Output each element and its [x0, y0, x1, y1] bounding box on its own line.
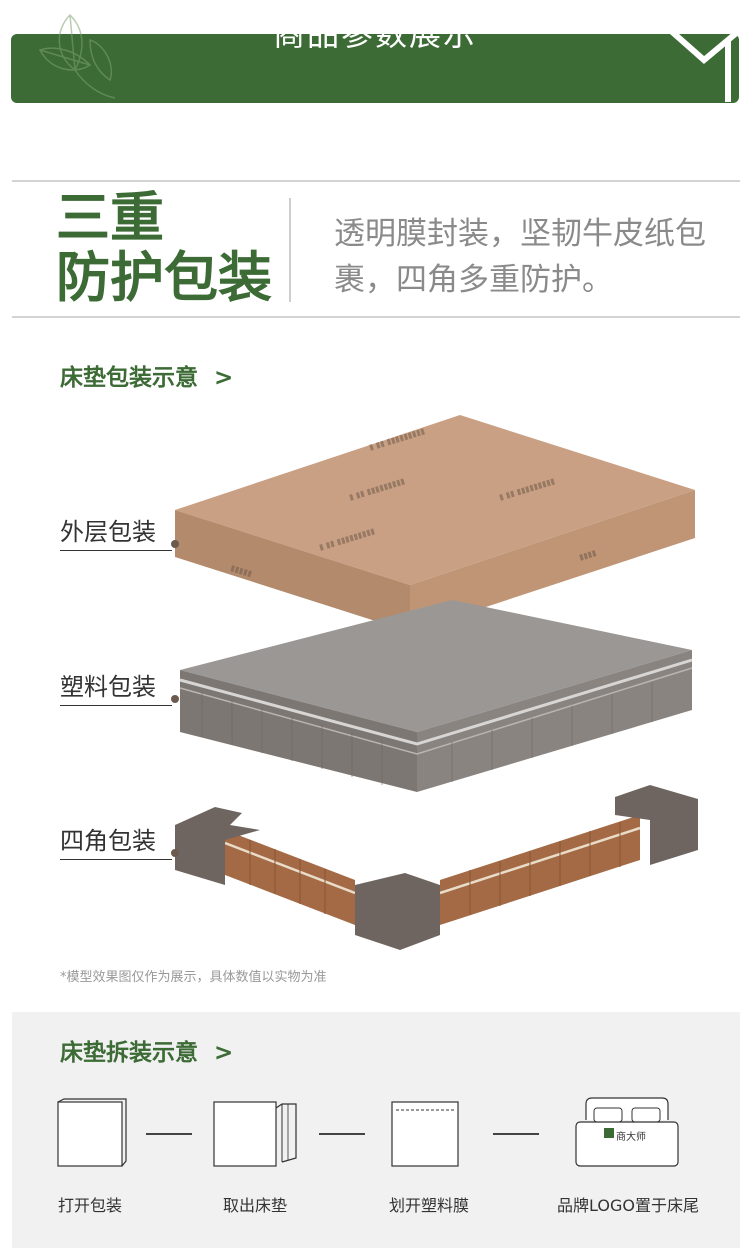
feature-desc-line2: 裹，四角多重防护。: [334, 262, 613, 298]
corner-protector-illustration: [175, 785, 698, 950]
feature-title: 三重 防护包装: [56, 188, 276, 308]
brand-logo-text: 商大师: [616, 1132, 646, 1143]
brand-m-logo: [668, 30, 740, 102]
cut-film-icon: [391, 1101, 459, 1167]
feature-top-rule: [12, 180, 740, 182]
bed-with-logo-icon: [575, 1097, 679, 1167]
layer-label-plastic: 塑料包装: [60, 667, 172, 706]
step-label-open: 打开包装: [57, 1196, 122, 1215]
chevron-right-icon: >: [214, 365, 234, 391]
remove-mattress-icon: [213, 1101, 297, 1167]
layer-pointer-dot: [171, 849, 179, 857]
unpack-section-title: 床垫拆装示意 >: [60, 1033, 233, 1067]
feature-title-line1: 三重: [56, 186, 164, 249]
feature-title-line2: 防护包装: [56, 246, 272, 309]
disclaimer-note: *模型效果图仅作为展示，具体数值以实物为准: [60, 970, 327, 985]
step-arrow: [319, 1133, 365, 1135]
header-banner: [11, 34, 739, 103]
step-label-logo: 品牌LOGO置于床尾: [557, 1196, 699, 1215]
step-label-cut: 划开塑料膜: [388, 1196, 469, 1215]
layer-pointer-dot: [171, 540, 179, 548]
step-arrow: [493, 1133, 539, 1135]
unpack-title-text: 床垫拆装示意: [60, 1040, 198, 1066]
layer-label-outer: 外层包装: [60, 512, 172, 551]
page-title: 商品参数展示: [272, 15, 477, 53]
step-label-remove: 取出床垫: [222, 1196, 287, 1215]
feature-description: 透明膜封装，坚韧牛皮纸包 裹，四角多重防护。: [334, 211, 714, 303]
outer-packaging-illustration: ▮ ▮▮ ▮▮▮▮▮▮▮▮▮ ▮ ▮▮ ▮▮▮▮▮▮▮▮▮ ▮ ▮▮ ▮▮▮▮▮…: [175, 415, 695, 632]
tea-leaf-icon: [38, 13, 116, 99]
layer-label-corner: 四角包装: [60, 821, 172, 860]
packaging-section-title: 床垫包装示意 >: [60, 358, 233, 392]
feature-divider: [289, 198, 291, 302]
open-box-icon: [57, 1098, 127, 1167]
feature-bottom-rule: [12, 316, 740, 318]
feature-desc-line1: 透明膜封装，坚韧牛皮纸包: [334, 216, 706, 252]
step-arrow: [146, 1133, 192, 1135]
layer-pointer-dot: [171, 695, 179, 703]
mattress-plastic-illustration: [179, 600, 693, 792]
packaging-title-text: 床垫包装示意: [60, 365, 198, 391]
chevron-right-icon: >: [214, 1040, 234, 1066]
